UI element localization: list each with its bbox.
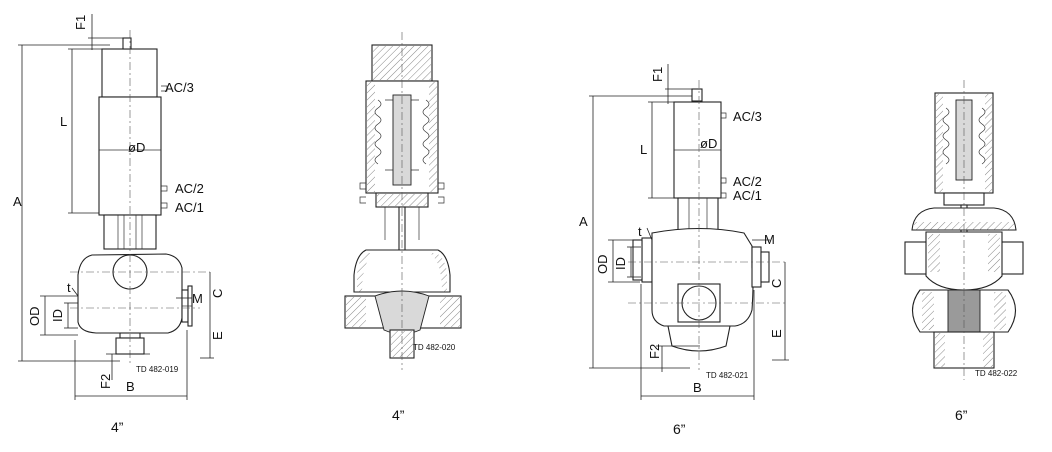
label-ac1: AC/1	[733, 188, 762, 203]
label-e: E	[769, 329, 784, 338]
label-m: M	[764, 232, 775, 247]
view-6in-section: TD 482-022 6”	[904, 80, 1024, 423]
td-number: TD 482-022	[975, 369, 1018, 378]
td-number: TD 482-019	[136, 365, 179, 374]
label-od: OD	[595, 255, 610, 275]
label-m: M	[192, 291, 203, 306]
view-4in-section: TD 482-020 4”	[344, 32, 462, 423]
label-id: ID	[613, 257, 628, 270]
label-f1: F1	[650, 67, 665, 82]
label-f2: F2	[647, 344, 662, 359]
valve-body	[651, 227, 754, 327]
label-diameter: øD	[128, 140, 145, 155]
label-l: L	[640, 142, 647, 157]
td-number: TD 482-020	[413, 343, 456, 352]
actuator-top	[101, 48, 158, 98]
size-caption: 4”	[392, 407, 405, 423]
label-l: L	[60, 114, 67, 129]
label-b: B	[693, 380, 702, 395]
label-diameter: øD	[700, 136, 717, 151]
label-ac2: AC/2	[733, 174, 762, 189]
label-c: C	[210, 289, 225, 298]
label-t: t	[638, 224, 642, 239]
size-caption: 6”	[673, 421, 686, 437]
view-6in-outline: F1 L A AC/3 øD AC/2 AC/1 t M OD ID C E F…	[579, 64, 789, 437]
label-ac3: AC/3	[165, 80, 194, 95]
view-4in-outline: F1 L A AC/3 øD AC/2 AC/1 t M C OD ID E F…	[13, 14, 225, 435]
label-b: B	[126, 379, 135, 394]
size-caption: 4”	[111, 419, 124, 435]
label-ac3: AC/3	[733, 109, 762, 124]
label-od: OD	[27, 307, 42, 327]
label-c: C	[769, 279, 784, 288]
label-a: A	[579, 214, 588, 229]
label-ac2: AC/2	[175, 181, 204, 196]
label-ac1: AC/1	[175, 200, 204, 215]
label-t: t	[67, 280, 71, 295]
label-e: E	[210, 331, 225, 340]
valve-body-section	[353, 249, 451, 293]
label-a: A	[13, 194, 22, 209]
label-id: ID	[50, 309, 65, 322]
label-f2: F2	[98, 374, 113, 389]
label-f1: F1	[73, 15, 88, 30]
size-caption: 6”	[955, 407, 968, 423]
td-number: TD 482-021	[706, 371, 749, 380]
spring	[942, 107, 986, 165]
